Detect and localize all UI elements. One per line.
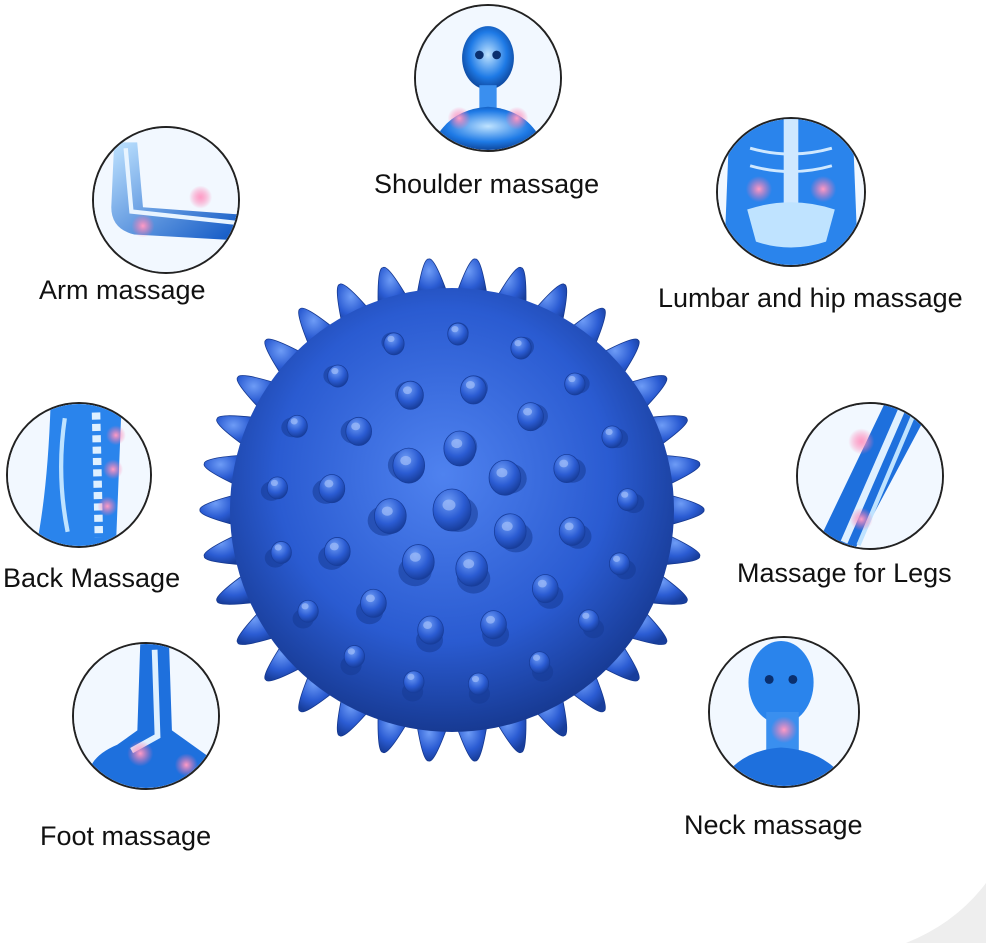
ball-spike [264, 338, 306, 379]
ball-spike [260, 476, 288, 501]
lumbar-label: Lumbar and hip massage [658, 283, 963, 313]
corner-decoration [906, 883, 986, 943]
neck-image [708, 636, 860, 788]
ball-spike [624, 608, 668, 645]
back-image [6, 402, 152, 548]
ball-spike [617, 488, 645, 514]
ball-spike [601, 425, 629, 449]
back-label: Back Massage [3, 563, 181, 593]
lumbar-hip-xray-icon [718, 119, 864, 265]
ball-spike [567, 670, 606, 713]
legs-image [796, 402, 944, 550]
ball-spike [398, 544, 435, 587]
ball-spike [553, 454, 586, 483]
ball-spike [432, 488, 478, 532]
ball-spike [447, 322, 469, 346]
arm-image [92, 126, 240, 274]
ball-spike [298, 670, 337, 713]
foot-xray-icon [74, 644, 218, 788]
ball-spike [281, 414, 308, 438]
ball-spike [455, 550, 491, 594]
ball-spike [664, 493, 705, 527]
ball-spike [401, 670, 425, 702]
ball-spike [356, 588, 387, 625]
foot-label: Foot massage [40, 821, 212, 851]
back-xray-icon [8, 404, 150, 546]
ball-spike [517, 402, 548, 432]
ball-spike [598, 338, 640, 379]
ball-spike [460, 375, 488, 405]
ball-spike [578, 609, 605, 639]
ball-spike [416, 615, 444, 653]
shoulder-label: Shoulder massage [374, 169, 600, 199]
ball-spike [236, 608, 280, 645]
ball-spike [292, 599, 319, 629]
shoulder-image [414, 4, 562, 152]
ball-spike [236, 375, 280, 412]
arm-label: Arm massage [39, 275, 206, 305]
shoulder-xray-icon [416, 6, 560, 150]
ball-spike [340, 416, 372, 446]
lumbar-image [716, 117, 866, 267]
arm-xray-icon [94, 128, 238, 272]
ball-spike [493, 513, 533, 553]
ball-spike [264, 541, 292, 568]
legs-label: Massage for Legs [737, 558, 952, 588]
ball-spike [564, 372, 590, 396]
ball-spike [298, 307, 337, 350]
ball-spike [480, 610, 510, 647]
ball-spike [598, 641, 640, 682]
ball-spike [387, 447, 426, 484]
ball-spike [558, 516, 592, 549]
ball-spike [567, 307, 606, 350]
foot-image [72, 642, 220, 790]
ball-spike [199, 493, 240, 527]
leg-xray-icon [798, 404, 942, 548]
neck-label: Neck massage [684, 810, 863, 840]
ball-spike [528, 651, 554, 682]
ball-spike [318, 537, 351, 570]
ball-spike [624, 375, 668, 412]
ball-spike [394, 380, 424, 410]
ball-spike [340, 645, 365, 676]
ball-spike [381, 332, 405, 356]
ball-spike [312, 474, 346, 504]
ball-spike [323, 364, 349, 388]
neck-xray-icon [710, 638, 858, 786]
ball-spike [488, 459, 527, 496]
ball-spike [367, 498, 407, 536]
ball-spike [443, 430, 478, 467]
ball-spike [467, 672, 491, 704]
ball-spike [532, 574, 564, 609]
ball-spike [264, 641, 306, 682]
spiky-massage-ball [199, 258, 705, 762]
ball-spike [608, 552, 636, 580]
ball-spike [510, 336, 535, 360]
